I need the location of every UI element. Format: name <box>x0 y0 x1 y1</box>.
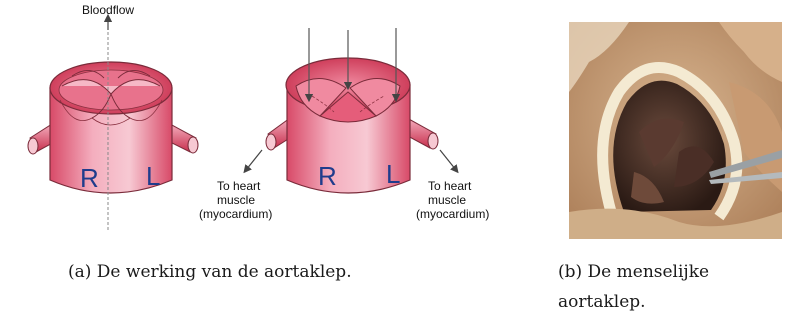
left-valve-L-label: L <box>146 161 160 191</box>
left-annotation-line-3: (myocardium) <box>199 207 272 221</box>
right-annotation-line-2: muscle <box>428 193 466 207</box>
aortic-valve-diagram: R L Bloodflow R L To heart muscle (myoca <box>0 0 520 250</box>
left-valve: R L <box>28 18 198 232</box>
bloodflow-label: Bloodflow <box>82 3 134 17</box>
caption-a: (a) De werking van de aortaklep. <box>68 257 352 287</box>
left-annotation: To heart muscle (myocardium) <box>199 179 272 221</box>
right-valve-R-label: R <box>318 161 337 191</box>
right-annotation-line-1: To heart <box>428 179 472 193</box>
right-valve-L-label: L <box>386 159 400 189</box>
right-annotation: To heart muscle (myocardium) <box>416 179 489 221</box>
left-annotation-line-1: To heart <box>217 179 261 193</box>
caption-b: (b) De menselijke aortaklep. <box>558 257 787 317</box>
left-valve-R-label: R <box>80 163 99 193</box>
right-annotation-line-3: (myocardium) <box>416 207 489 221</box>
right-valve: R L <box>266 28 438 193</box>
left-annotation-line-2: muscle <box>217 193 255 207</box>
aortic-valve-photo <box>569 22 782 239</box>
